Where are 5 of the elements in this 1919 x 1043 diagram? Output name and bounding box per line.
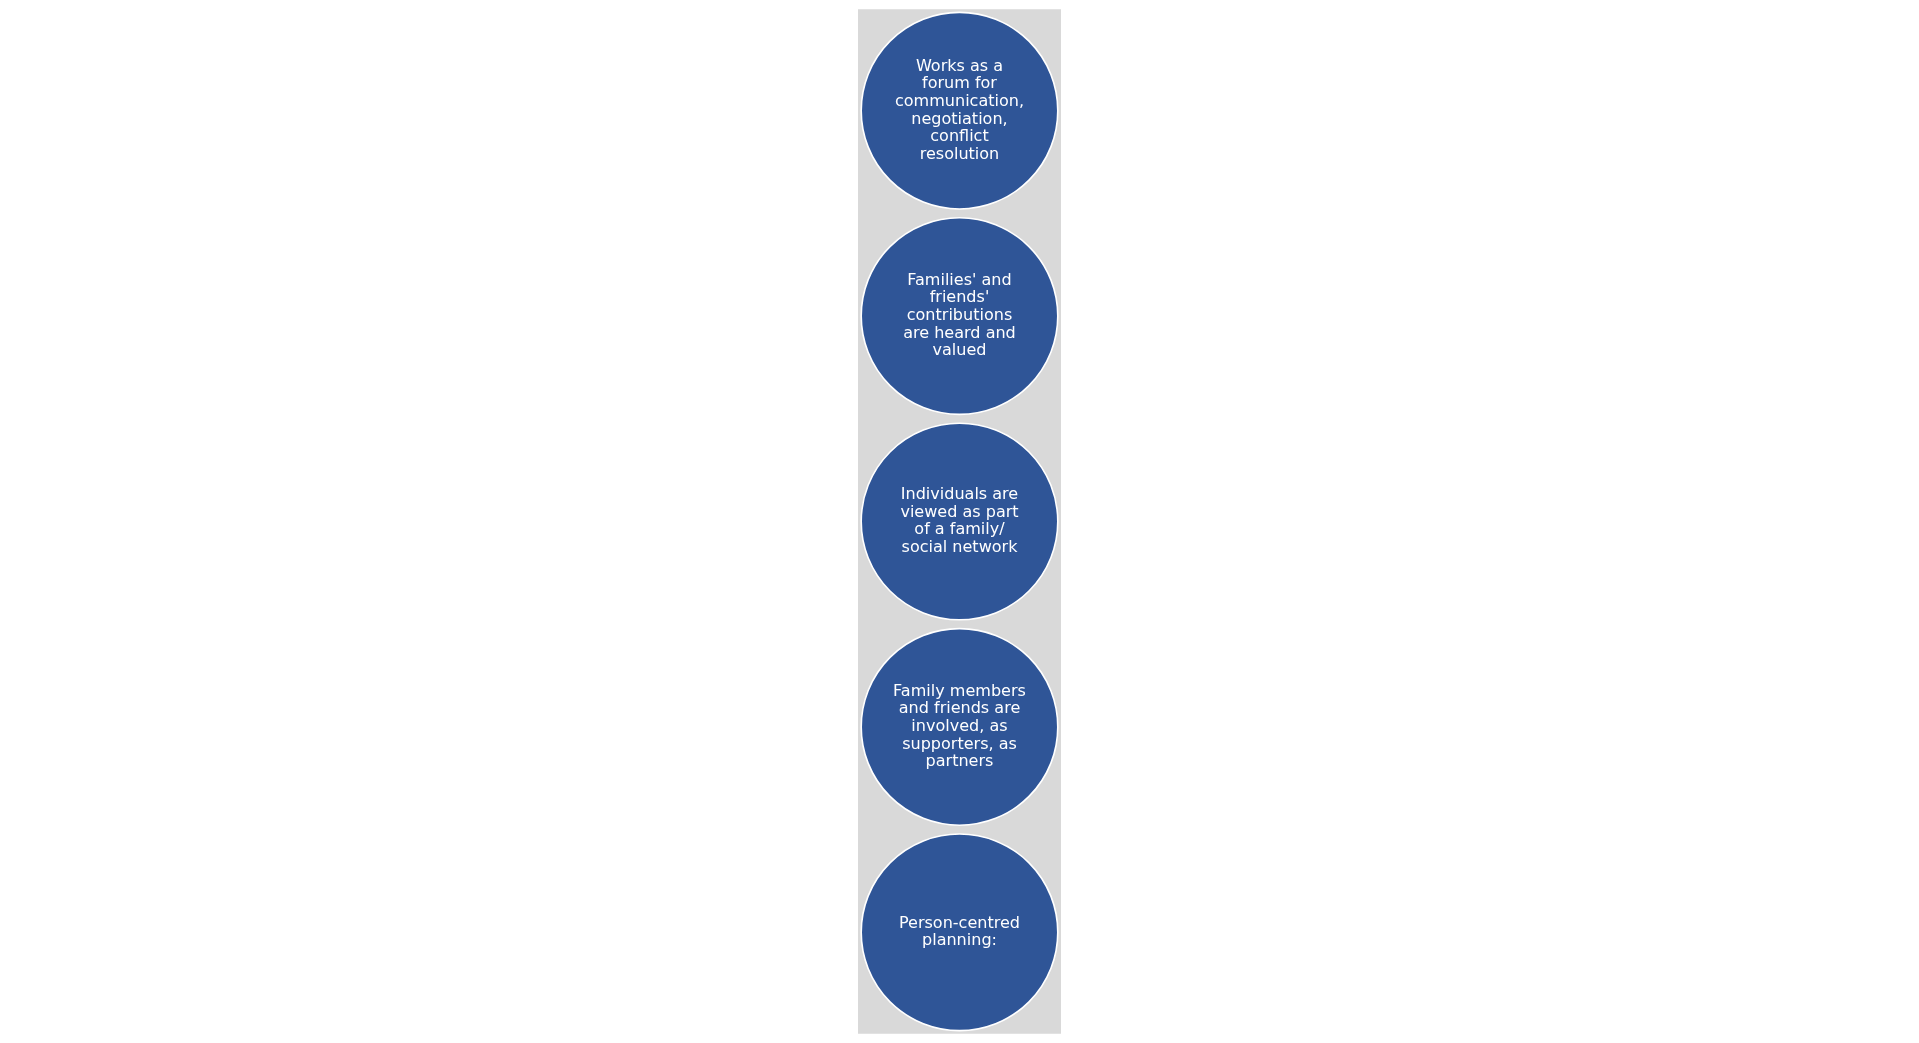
node-circle: Families' and friends' contributions are heard and valued	[860, 217, 1059, 416]
node-circle: Family members and friends are involved, as supporters, as partners	[860, 627, 1059, 826]
node-circle: Works as a forum for communication, negotiation, conflict resolution	[860, 11, 1059, 210]
node-circle: Person-centred planning:	[860, 833, 1059, 1032]
node-circle: Individuals are viewed as part of a family/ social network	[860, 422, 1059, 621]
